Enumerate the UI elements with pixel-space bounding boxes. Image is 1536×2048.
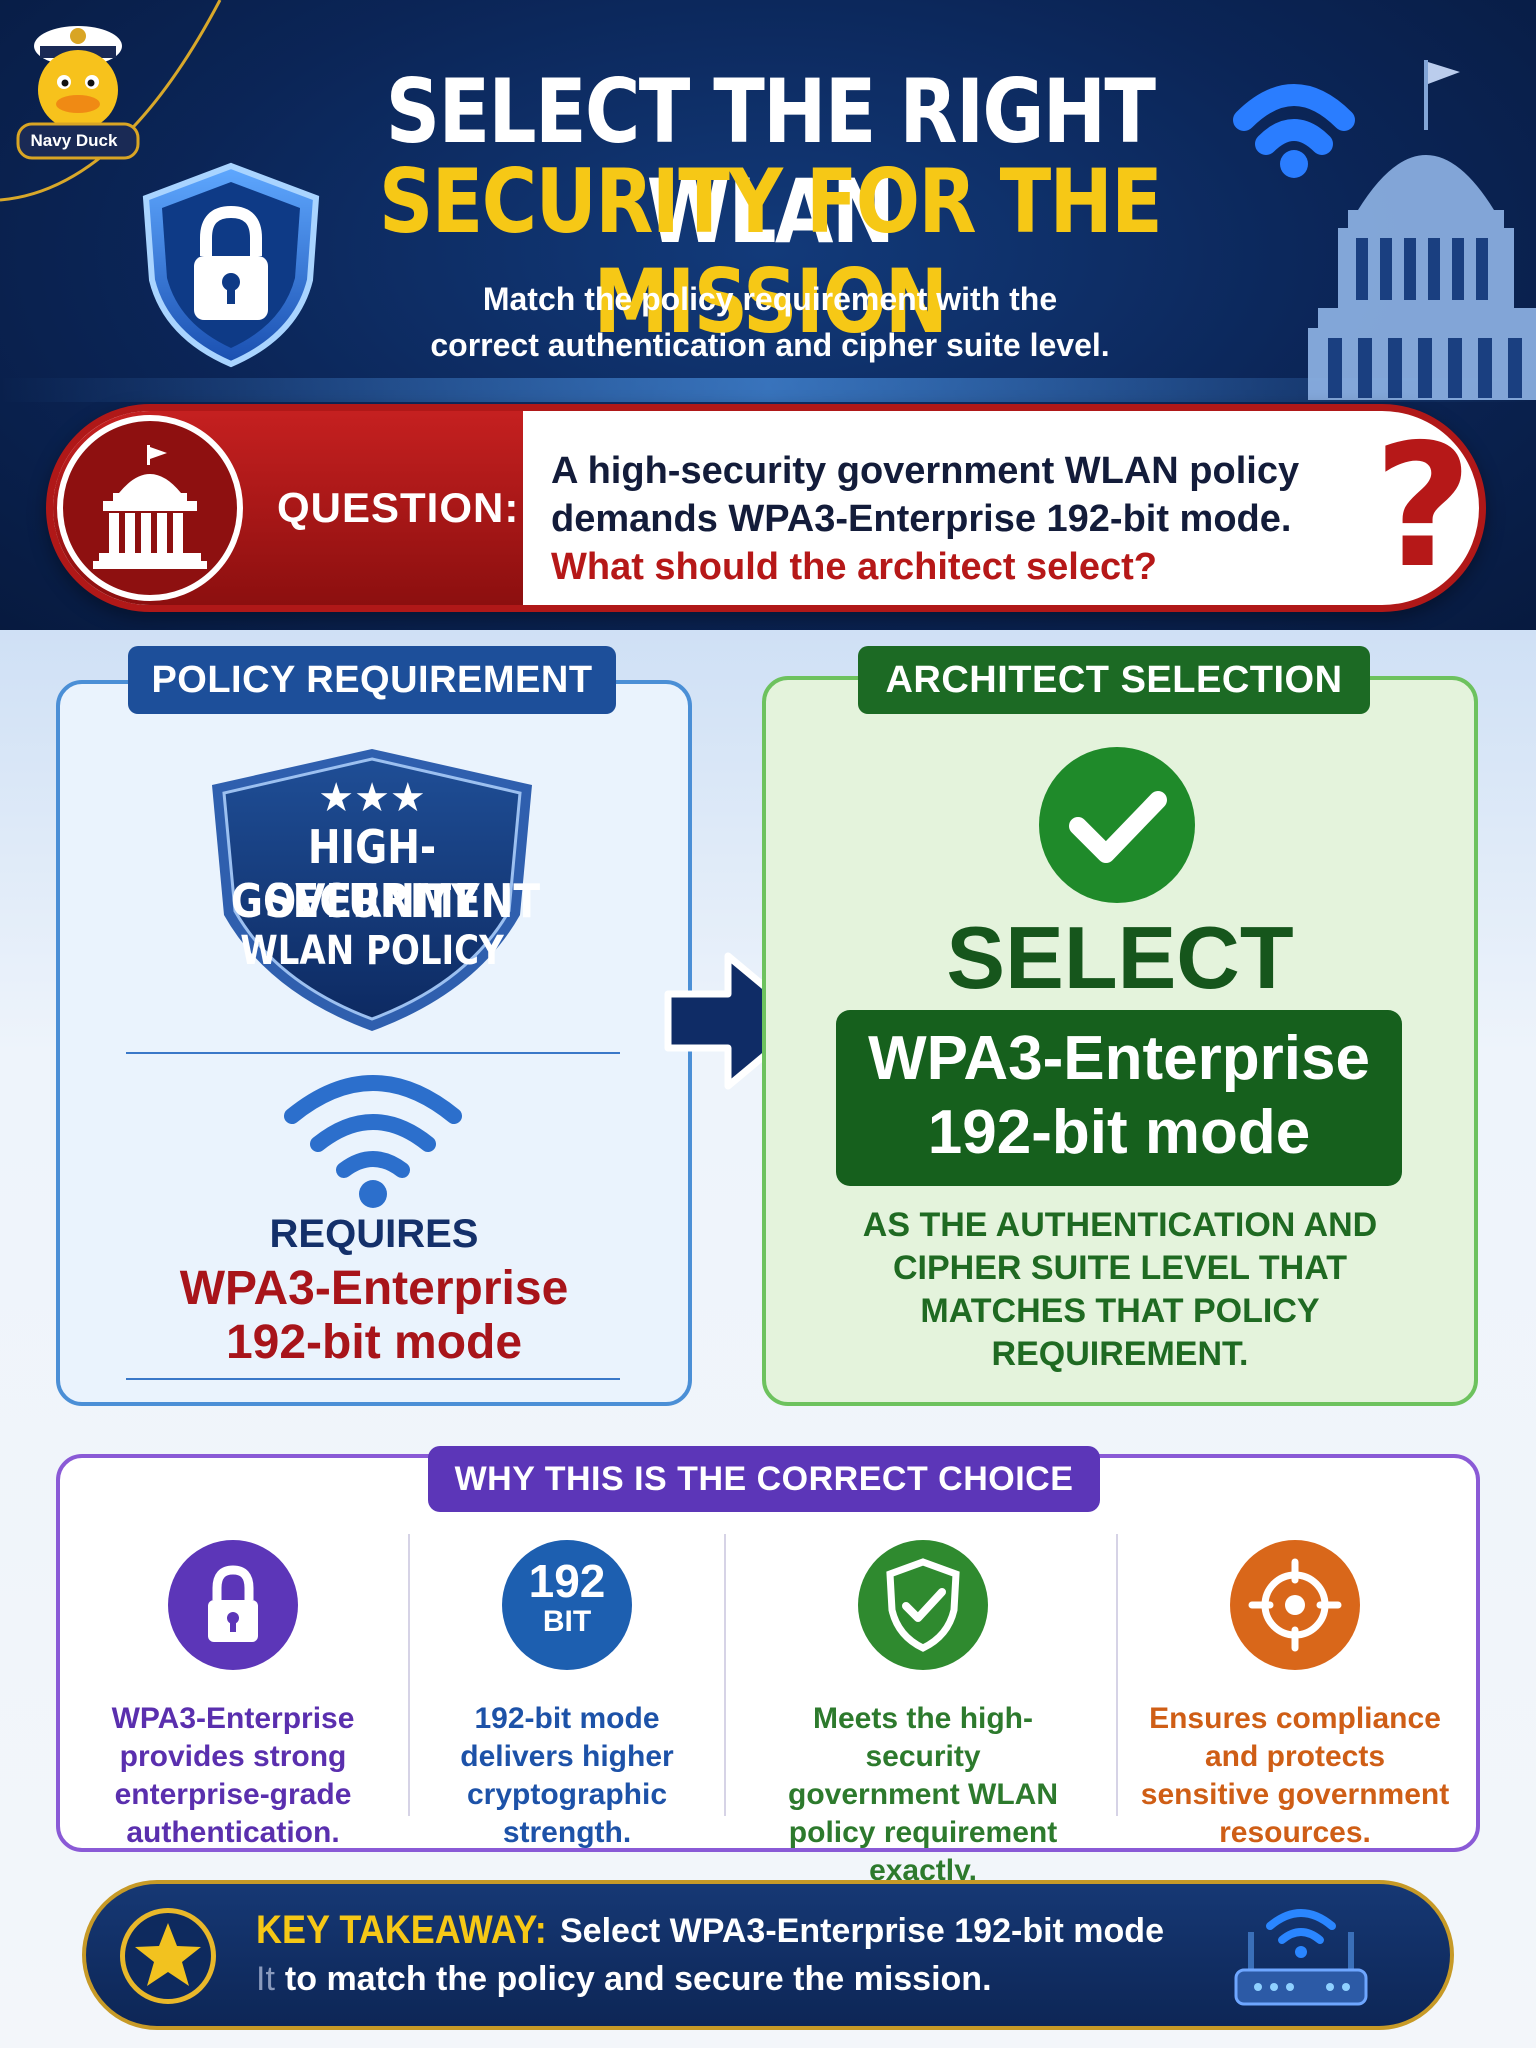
why-item-line: sensitive government xyxy=(1140,1778,1450,1811)
why-correct-panel xyxy=(56,1454,1480,1852)
required-mode-line-2: 192-bit mode xyxy=(225,1316,523,1369)
why-item-line: cryptographic xyxy=(466,1778,668,1811)
why-item-line: provides strong xyxy=(119,1740,347,1773)
why-item-line: authentication. xyxy=(126,1816,340,1849)
question-banner: QUESTION: A high-security government WLA… xyxy=(46,404,1486,612)
subtitle: Match the policy requirement with the co… xyxy=(370,276,1170,368)
why-item-line: enterprise-grade xyxy=(114,1778,352,1811)
selected-mode-box xyxy=(836,1010,1402,1186)
question-mark-icon: ? xyxy=(1373,408,1473,606)
title-line-1: SELECT THE RIGHT WLAN xyxy=(385,60,1156,263)
badge-line-1: HIGH-SECURITY xyxy=(264,820,480,928)
wifi-icon xyxy=(284,1075,462,1208)
192-bit-icon-unit: BIT xyxy=(542,1605,592,1638)
why-item-line: delivers higher xyxy=(460,1740,674,1773)
capitol-building-icon xyxy=(1233,60,1536,400)
wifi-router-icon xyxy=(1234,1909,1368,2006)
subtitle-line-2: correct authentication and cipher suite … xyxy=(430,327,1110,363)
key-takeaway-line-1: Select WPA3-Enterprise 192-bit mode xyxy=(560,1912,1164,1950)
why-item-line: 192-bit mode xyxy=(474,1702,660,1735)
why-item-cryptographic-strength: 192 BIT 192-bit mode delivers higher cry… xyxy=(402,1540,732,1852)
check-circle-icon xyxy=(1039,747,1195,903)
key-takeaway-label: KEY TAKEAWAY: xyxy=(256,1908,547,1952)
why-item-text: 192-bit mode delivers higher cryptograph… xyxy=(402,1700,732,1852)
badge-stars: ★★★ xyxy=(318,775,426,821)
requires-label: REQUIRES xyxy=(269,1212,479,1256)
key-takeaway-banner xyxy=(82,1880,1454,2030)
why-item-compliance: Ensures compliance and protects sensitiv… xyxy=(1130,1540,1460,1852)
navy-duck-logo-icon xyxy=(16,26,140,160)
selection-description-line-2: CIPHER SUITE LEVEL THAT xyxy=(892,1249,1347,1287)
badge-line-3: WLAN POLICY xyxy=(240,928,504,974)
title-line-2: SECURITY FOR THE MISSION xyxy=(378,150,1163,353)
selection-description-line-4: REQUIREMENT. xyxy=(991,1335,1249,1373)
why-item-line: WPA3-Enterprise xyxy=(111,1702,355,1735)
why-separator xyxy=(408,1534,410,1816)
shield-check-icon xyxy=(858,1540,988,1670)
why-item-text: Ensures compliance and protects sensitiv… xyxy=(1130,1700,1460,1852)
badge-line-2: GOVERNMENT xyxy=(230,874,541,928)
selected-mode: WPA3-Enterprise 192-bit mode xyxy=(836,1022,1402,1170)
selection-description: AS THE AUTHENTICATION AND CIPHER SUITE L… xyxy=(800,1204,1440,1376)
why-item-line: resources. xyxy=(1219,1816,1371,1849)
required-mode: WPA3-Enterprise 192-bit mode xyxy=(56,1262,692,1370)
why-item-authentication: WPA3-Enterprise provides strong enterpri… xyxy=(68,1540,398,1852)
selection-description-line-1: AS THE AUTHENTICATION AND xyxy=(862,1206,1378,1244)
question-line-1: A high-security government WLAN policy xyxy=(551,450,1300,492)
architect-selection-tab: ARCHITECT SELECTION xyxy=(858,646,1370,714)
why-separator xyxy=(724,1534,726,1816)
question-line-2: demands WPA3-Enterprise 192-bit mode. xyxy=(551,498,1292,540)
key-takeaway-artifact: It xyxy=(256,1960,275,1998)
subtitle-line-1: Match the policy requirement with the xyxy=(482,281,1058,317)
government-building-icon xyxy=(93,445,207,569)
select-word: SELECT xyxy=(946,908,1294,1007)
required-mode-line-1: WPA3-Enterprise xyxy=(179,1262,569,1315)
why-item-line: Ensures compliance xyxy=(1149,1702,1441,1735)
lock-icon xyxy=(168,1540,298,1670)
why-separator xyxy=(1116,1534,1118,1816)
question-label: QUESTION: xyxy=(277,484,520,531)
policy-divider-top xyxy=(126,1052,620,1054)
why-item-line: policy requirement xyxy=(788,1816,1058,1849)
192-bit-icon-number: 192 xyxy=(528,1555,606,1607)
why-item-line: government WLAN xyxy=(788,1778,1058,1811)
selected-mode-line-2: 192-bit mode xyxy=(927,1098,1311,1167)
192-bit-icon: 192 BIT xyxy=(502,1540,632,1670)
why-item-text: Meets the high-security government WLAN … xyxy=(758,1700,1088,1890)
why-item-line: strength. xyxy=(502,1816,632,1849)
why-item-line: Meets the high-security xyxy=(812,1702,1033,1773)
star-icon xyxy=(120,1908,216,2004)
why-item-policy-match: Meets the high-security government WLAN … xyxy=(758,1540,1088,1890)
question-line-3: What should the architect select? xyxy=(551,546,1157,588)
selected-mode-line-1: WPA3-Enterprise xyxy=(868,1024,1370,1093)
shield-lock-icon xyxy=(142,162,320,368)
question-capitol-badge xyxy=(57,415,243,601)
selection-description-line-3: MATCHES THAT POLICY xyxy=(920,1292,1320,1330)
target-icon xyxy=(1230,1540,1360,1670)
question-text: A high-security government WLAN policy d… xyxy=(551,447,1351,591)
government-policy-badge-icon: ★★★ xyxy=(212,749,532,1031)
policy-divider-bottom xyxy=(126,1378,620,1380)
why-item-text: WPA3-Enterprise provides strong enterpri… xyxy=(68,1700,398,1852)
why-item-line: and protects xyxy=(1204,1740,1386,1773)
policy-requirement-tab: POLICY REQUIREMENT xyxy=(128,646,616,714)
logo-text: Navy Duck xyxy=(30,131,118,150)
why-correct-tab: WHY THIS IS THE CORRECT CHOICE xyxy=(428,1446,1100,1512)
key-takeaway-line-2: to match the policy and secure the missi… xyxy=(284,1960,992,1998)
